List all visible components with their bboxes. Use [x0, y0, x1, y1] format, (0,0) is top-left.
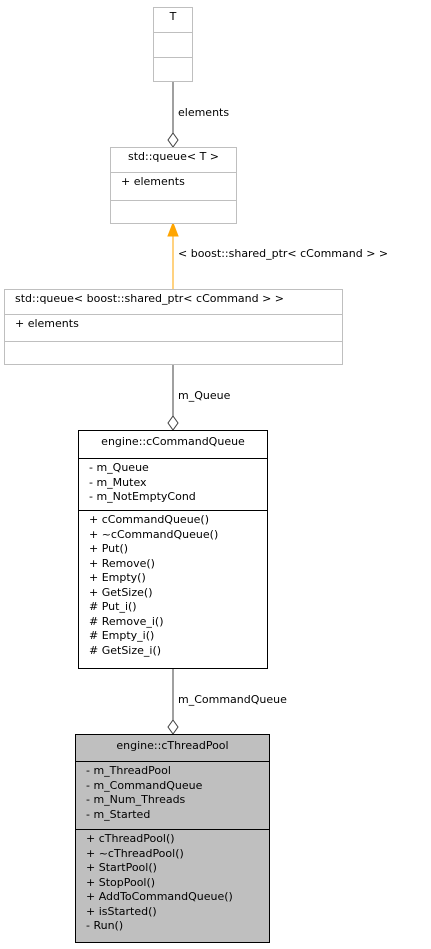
- attribute-item: - m_Mutex: [89, 475, 147, 489]
- attribute-item: + elements: [121, 175, 185, 188]
- class-box-std-queue-t[interactable]: std::queue< T > + elements: [110, 147, 237, 224]
- methods-section: + cThreadPool() + ~cThreadPool() + Start…: [76, 829, 269, 942]
- edge-label-template: < boost::shared_ptr< cCommand > >: [178, 247, 389, 260]
- aggregation-diamond-icon: [167, 719, 179, 735]
- class-box-std-queue-command[interactable]: std::queue< boost::shared_ptr< cCommand …: [4, 289, 343, 365]
- method-item: + Put(): [89, 542, 129, 555]
- method-item: + GetSize(): [89, 585, 153, 599]
- method-item: + cThreadPool(): [86, 832, 175, 845]
- attribute-item: - m_ThreadPool: [86, 764, 171, 777]
- methods-section: [5, 341, 342, 364]
- attribute-item: - m_CommandQueue: [86, 778, 203, 792]
- method-item: + Remove(): [89, 556, 155, 570]
- methods-section: [111, 200, 236, 223]
- class-box-command-queue[interactable]: engine::cCommandQueue - m_Queue - m_Mute…: [78, 430, 268, 669]
- method-item: # GetSize_i(): [89, 643, 162, 657]
- attribute-item: + elements: [15, 317, 79, 330]
- method-item: - Run(): [86, 919, 124, 932]
- class-title: engine::cCommandQueue: [101, 435, 245, 448]
- method-item: + ~cCommandQueue(): [89, 527, 219, 541]
- template-arrow-icon: [167, 221, 179, 237]
- attribute-item: - m_Num_Threads: [86, 793, 186, 806]
- class-title: engine::cThreadPool: [116, 739, 229, 752]
- attribute-item: - m_Started: [86, 807, 151, 821]
- methods-section: [154, 57, 192, 81]
- edge-label-elements: elements: [178, 106, 230, 119]
- method-item: + ~cThreadPool(): [86, 846, 184, 860]
- attributes-section: - m_Queue - m_Mutex - m_NotEmptyCond: [79, 458, 267, 510]
- class-title: std::queue< boost::shared_ptr< cCommand …: [15, 292, 285, 305]
- attributes-section: [154, 32, 192, 57]
- method-item: + isStarted(): [86, 904, 157, 918]
- method-item: # Remove_i(): [89, 614, 164, 628]
- class-box-thread-pool[interactable]: engine::cThreadPool - m_ThreadPool - m_C…: [75, 734, 270, 943]
- class-box-t[interactable]: T: [153, 7, 193, 82]
- method-item: + Empty(): [89, 571, 146, 584]
- aggregation-diamond-icon: [167, 415, 179, 431]
- attributes-section: + elements: [5, 314, 342, 341]
- methods-section: + cCommandQueue() + ~cCommandQueue() + P…: [79, 510, 267, 667]
- class-title: T: [169, 10, 177, 23]
- edge-label-m-queue: m_Queue: [178, 389, 231, 402]
- attribute-item: - m_NotEmptyCond: [89, 490, 196, 503]
- attributes-section: + elements: [111, 172, 236, 200]
- method-item: # Empty_i(): [89, 629, 155, 642]
- attribute-item: - m_Queue: [89, 461, 149, 474]
- method-item: + AddToCommandQueue(): [86, 890, 233, 903]
- method-item: + StartPool(): [86, 861, 157, 874]
- method-item: + cCommandQueue(): [89, 513, 210, 526]
- method-item: # Put_i(): [89, 600, 137, 613]
- method-item: + StopPool(): [86, 875, 156, 889]
- aggregation-diamond-icon: [167, 132, 179, 148]
- class-title: std::queue< T >: [127, 150, 220, 163]
- edge-label-m-command-queue: m_CommandQueue: [178, 693, 287, 706]
- attributes-section: - m_ThreadPool - m_CommandQueue - m_Num_…: [76, 761, 269, 829]
